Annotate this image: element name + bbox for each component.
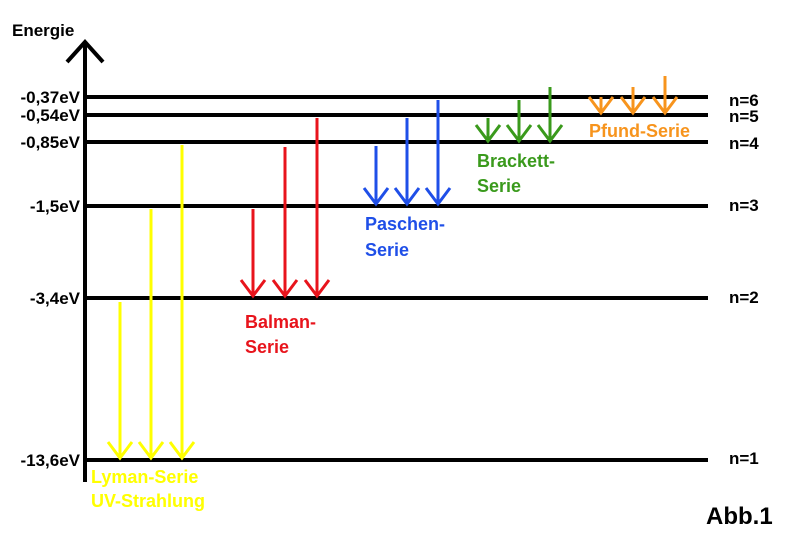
paschen-transition-arrow (393, 118, 421, 207)
brackett-transition-arrow (536, 87, 564, 144)
pfund-series-arrows (587, 76, 679, 116)
arrow-head (137, 441, 165, 461)
level-energy-label: -0,85eV (20, 133, 80, 152)
paschen-transition-arrow (362, 146, 390, 207)
brackett-transition-arrow (474, 118, 502, 144)
transitions (106, 76, 679, 461)
balmer-transition-arrow (239, 209, 267, 299)
arrow-head (474, 124, 502, 144)
arrow-head (619, 96, 647, 116)
lyman-series-arrows (106, 145, 196, 461)
axis-label: Energie (12, 21, 74, 40)
arrow-head (303, 279, 331, 299)
figure-label: Abb.1 (706, 503, 773, 530)
balmer-transition-arrow (271, 147, 299, 299)
lyman-transition-arrow (106, 302, 134, 461)
arrow-head (362, 187, 390, 207)
paschen-series-label: Paschen- (365, 214, 445, 234)
level-n-label: n=1 (729, 449, 759, 468)
level-n-label: n=6 (729, 91, 759, 110)
energy-levels: -13,6eV -3,4eV -1,5eV -0,85eV -0,54eV-0,37eV… (20, 88, 759, 470)
brackett-series-label: Serie (477, 176, 521, 196)
balmer-series-label: Balman- (245, 312, 316, 332)
lyman-series-label: UV-Strahlung (91, 491, 205, 511)
arrow-head (106, 441, 134, 461)
pfund-transition-arrow (651, 76, 679, 116)
arrow-head (424, 187, 452, 207)
arrow-head (536, 124, 564, 144)
arrow-head (239, 279, 267, 299)
brackett-series-label: Brackett- (477, 151, 555, 171)
balmer-series-label: Serie (245, 337, 289, 357)
axis-arrow-head (65, 39, 105, 64)
brackett-series-arrows (474, 87, 564, 144)
level-n-label: n=2 (729, 288, 759, 307)
pfund-transition-arrow (587, 96, 615, 116)
level-energy-label: -0,37eV (20, 88, 80, 107)
paschen-series-label: Serie (365, 240, 409, 260)
level-energy-label: -13,6eV (20, 451, 80, 470)
balmer-series-arrows (239, 118, 331, 299)
brackett-transition-arrow (505, 100, 533, 144)
arrow-head (271, 279, 299, 299)
level-n-label: n=5 (729, 107, 759, 126)
arrow-head (393, 187, 421, 207)
level-n-label: n=3 (729, 196, 759, 215)
lyman-transition-arrow (168, 145, 196, 461)
series-labels: Lyman-SerieUV-StrahlungBalman-SeriePasch… (91, 121, 690, 511)
arrow-head (587, 96, 615, 116)
level-energy-label: -1,5eV (30, 197, 81, 216)
pfund-series-label: Pfund-Serie (589, 121, 690, 141)
level-energy-label: -0,54eV (20, 106, 80, 125)
arrow-head (651, 96, 679, 116)
lyman-series-label: Lyman-Serie (91, 467, 198, 487)
lyman-transition-arrow (137, 209, 165, 461)
balmer-transition-arrow (303, 118, 331, 299)
arrow-head (505, 124, 533, 144)
level-energy-label: -3,4eV (30, 289, 81, 308)
pfund-transition-arrow (619, 87, 647, 116)
level-n-label: n=4 (729, 134, 759, 153)
paschen-series-arrows (362, 100, 452, 207)
arrow-head (168, 441, 196, 461)
paschen-transition-arrow (424, 100, 452, 207)
